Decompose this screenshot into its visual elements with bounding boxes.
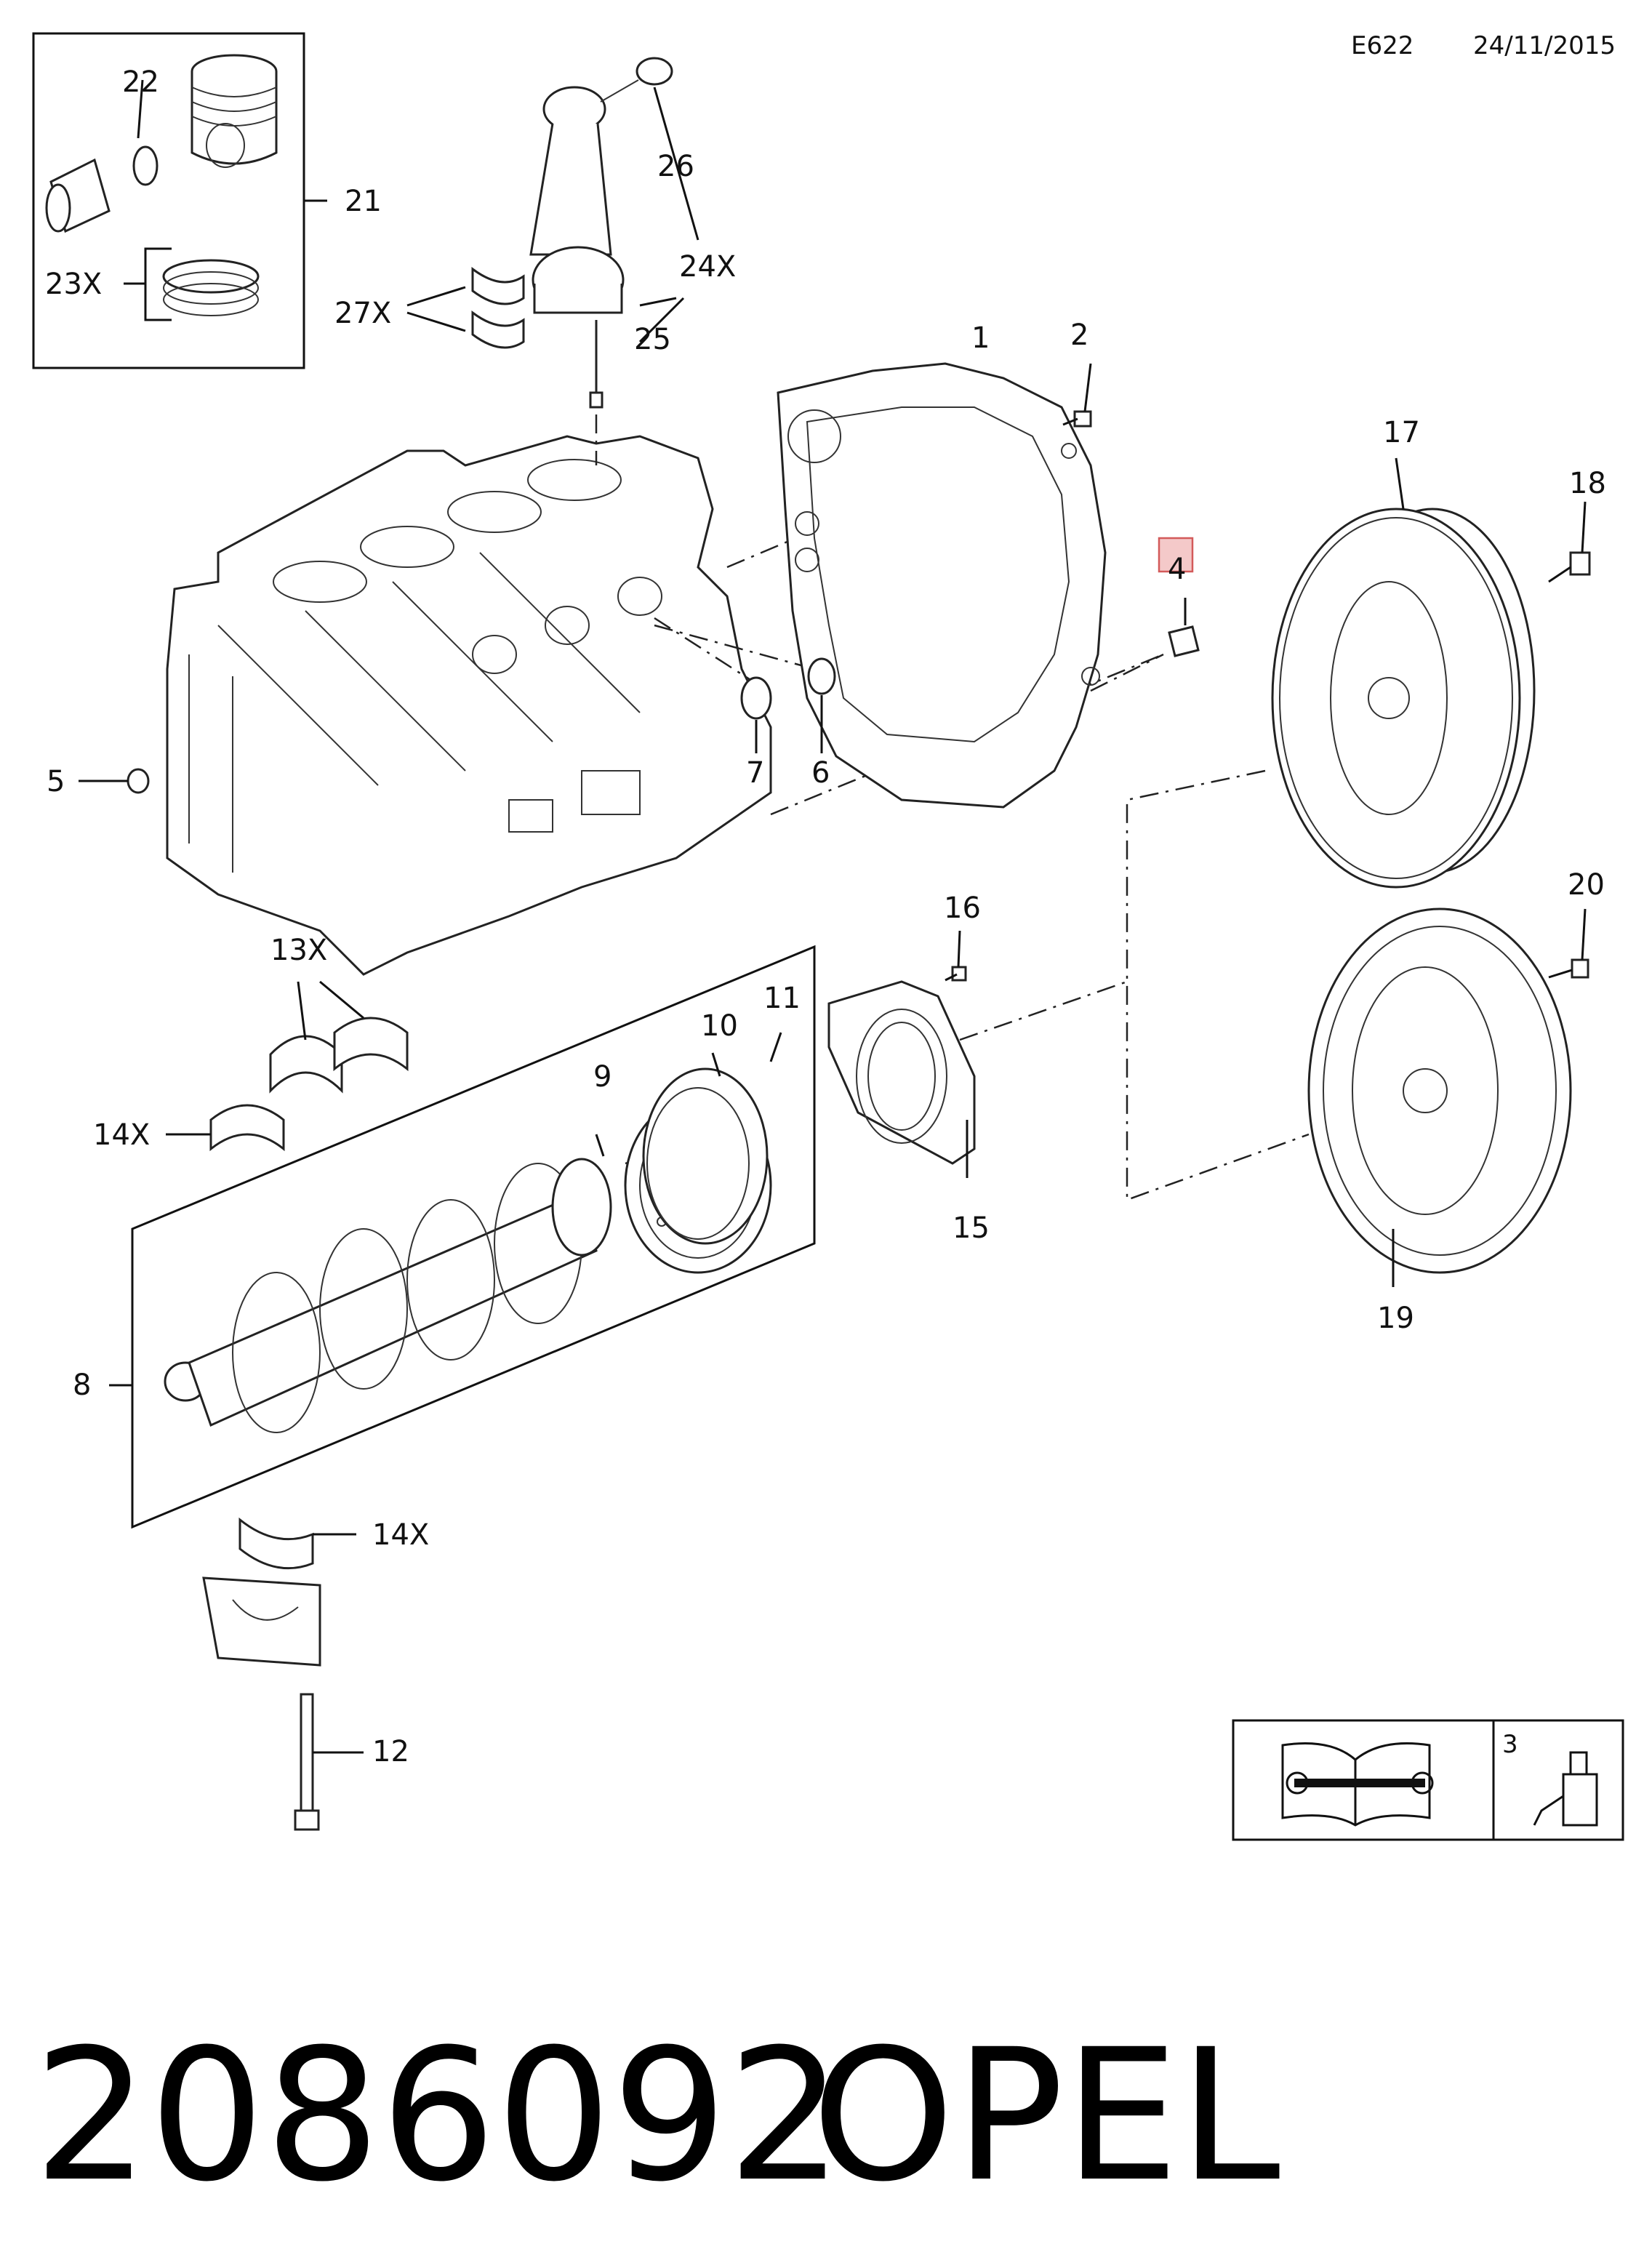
callout-6: 6 [811,756,830,790]
piston-kit-box [32,32,327,369]
callout-19: 19 [1377,1302,1414,1335]
diagram-code: E622 [1351,31,1414,60]
callout-24x: 24X [679,250,736,284]
legend-number: 3 [1502,1730,1518,1759]
bolt-part-2 [1062,363,1092,428]
callout-17: 17 [1383,416,1420,449]
callout-9: 9 [593,1060,612,1094]
callout-2: 2 [1070,318,1088,352]
callout-10: 10 [701,1009,738,1043]
bearing-cap [202,1517,364,1831]
callout-16: 16 [944,891,981,925]
callout-26: 26 [657,150,694,183]
callout-14x-upper: 14X [93,1118,150,1152]
plug-part-5 [79,768,150,794]
bearing-shells-13x [269,980,409,1094]
sealant-tube-icon [1533,1751,1598,1827]
seal-carrier-15 [827,930,976,1178]
gasket-part [777,362,1107,809]
callout-25: 25 [634,323,671,356]
engine-block [166,435,772,976]
legend-box: 3 [1232,1719,1624,1841]
seal-parts [740,657,836,753]
callout-14x-lower: 14X [372,1518,429,1552]
callout-5: 5 [47,765,65,798]
ring-gear-10 [642,1052,769,1245]
callout-8: 8 [73,1369,91,1402]
callout-20: 20 [1568,868,1605,902]
callout-22: 22 [122,65,159,99]
callout-11: 11 [763,982,801,1015]
connecting-rod [406,57,699,409]
callout-13x: 13X [270,934,327,967]
bearing-shell-14x [166,1104,285,1152]
callout-15: 15 [953,1211,990,1245]
callout-27x: 27X [334,297,391,330]
service-manual-icon [1281,1742,1434,1827]
callout-12: 12 [372,1735,409,1768]
flywheel-17 [1271,457,1591,889]
callout-23x: 23X [45,268,102,301]
diagram-date: 24/11/2015 [1473,31,1616,60]
brand-name: OPEL [811,2010,1280,2221]
flexplate-19 [1307,907,1589,1287]
callout-18: 18 [1569,467,1606,500]
callout-21: 21 [345,185,382,218]
part-number: 2086092 [33,2010,843,2221]
callout-1: 1 [971,321,990,355]
highlight-box [1158,537,1194,573]
callout-4: 4 [1168,553,1186,586]
callout-7: 7 [746,756,764,790]
dowel-part-4 [1158,537,1200,657]
